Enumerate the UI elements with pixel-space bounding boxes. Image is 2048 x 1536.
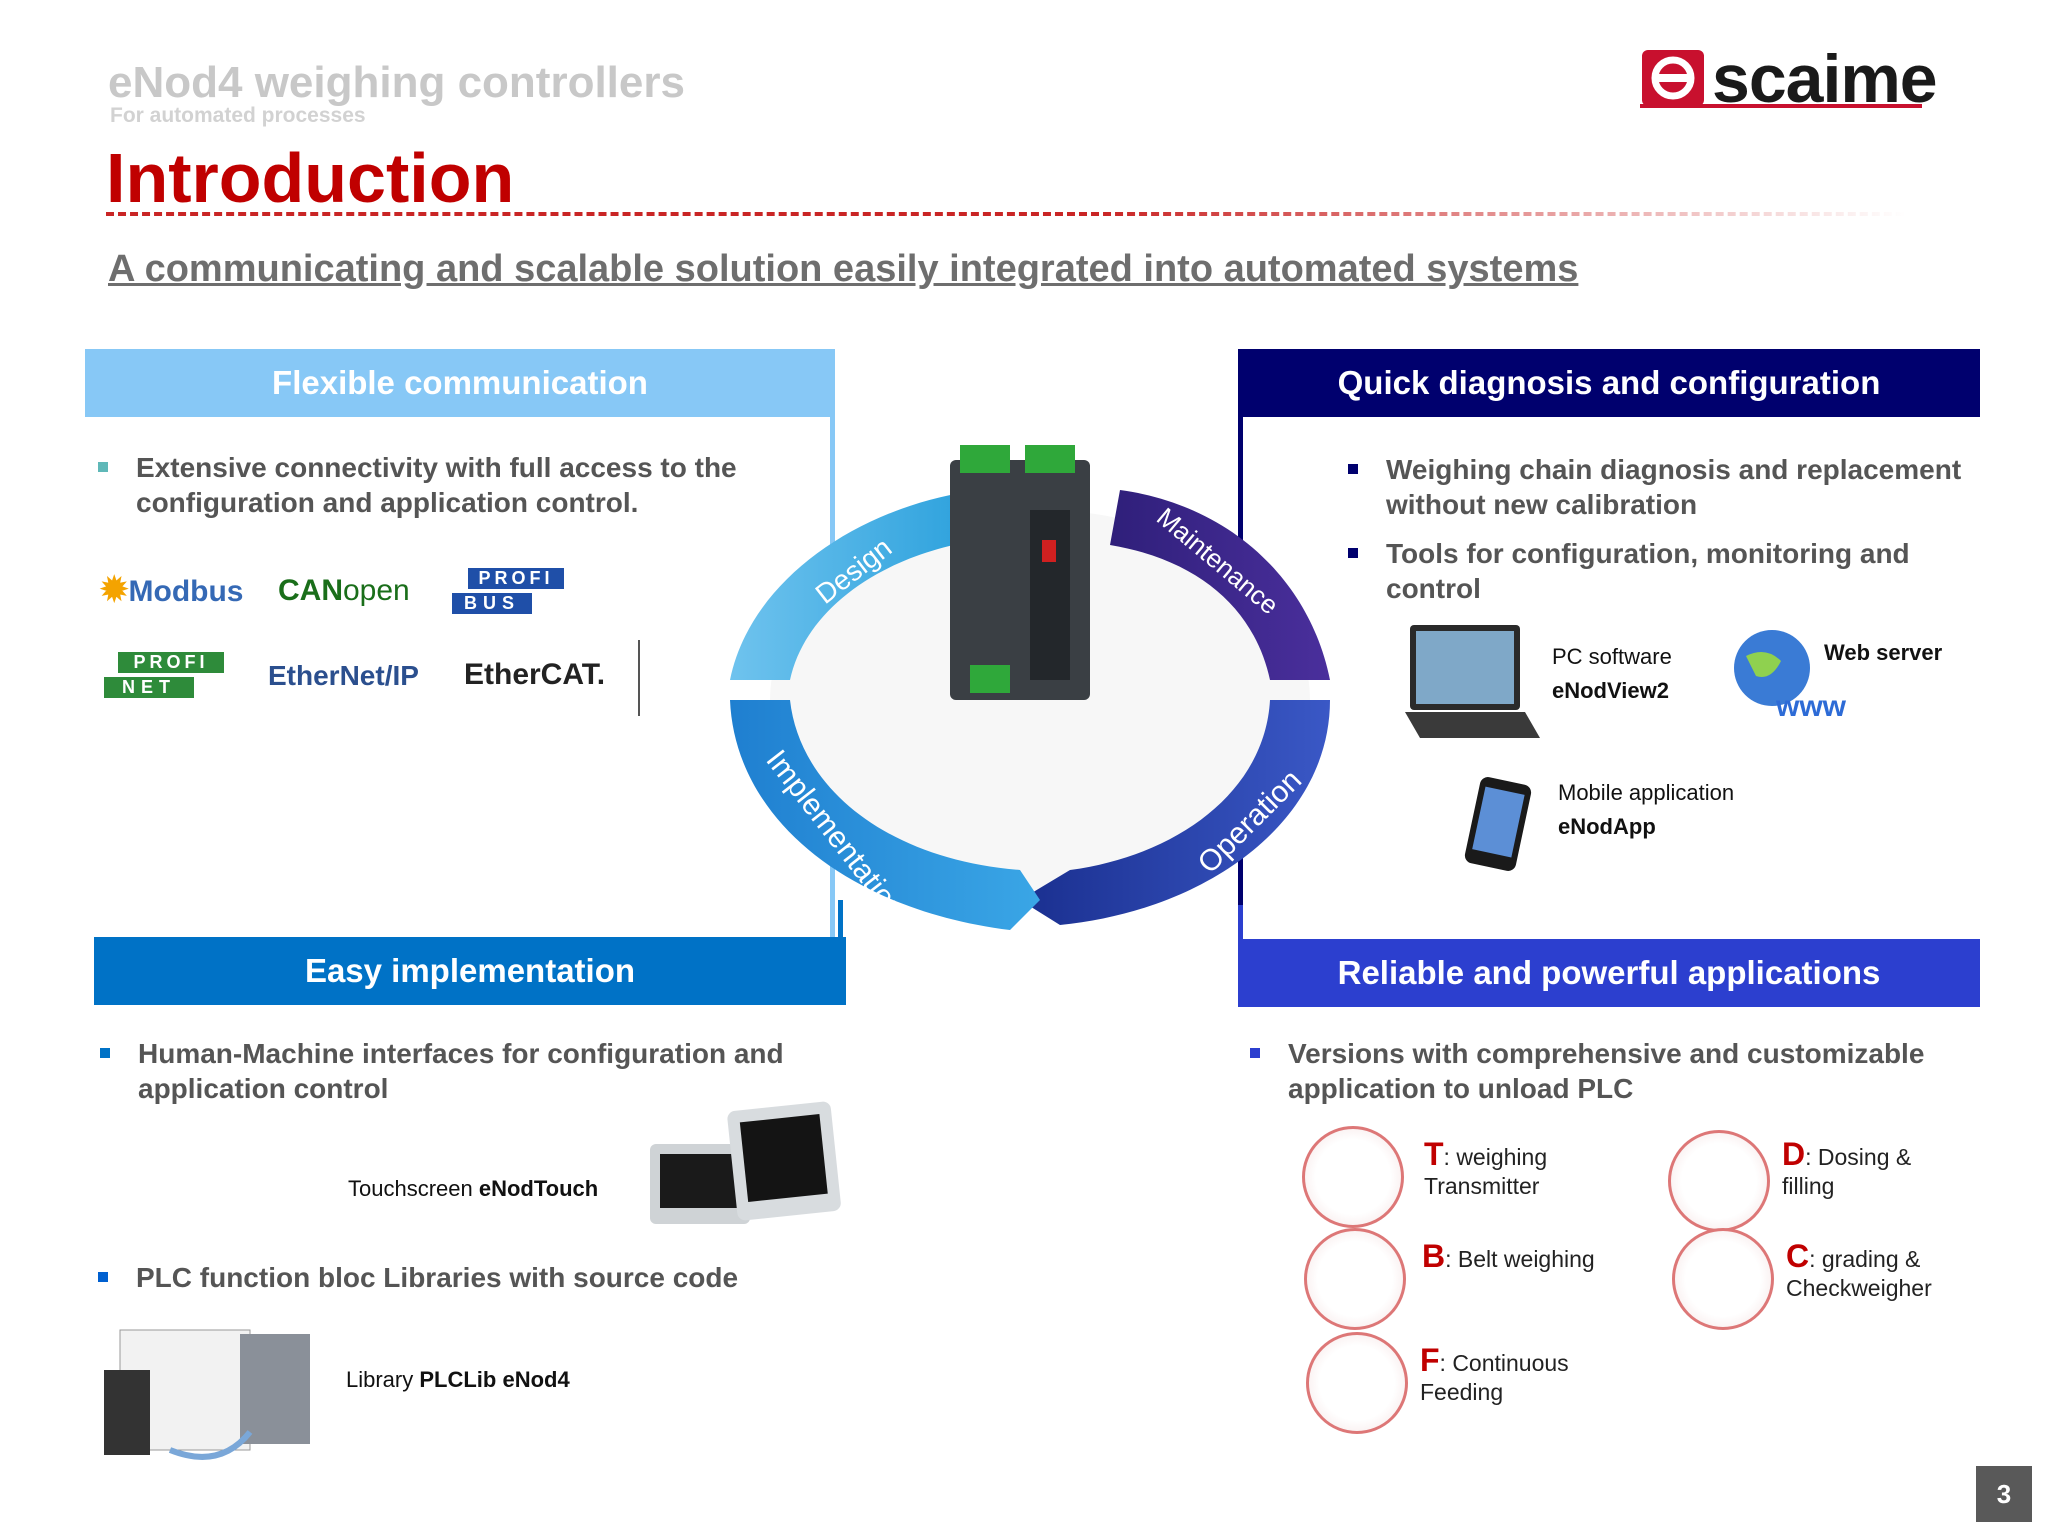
web-server-globe-icon: www xyxy=(1734,630,1846,723)
bullet-square xyxy=(1348,464,1358,474)
quick-diagnosis-header: Quick diagnosis and configuration xyxy=(1238,349,1980,417)
applications-bullet-text: Versions with comprehensive and customiz… xyxy=(1288,1038,1925,1104)
mobile-app-name: eNodApp xyxy=(1558,814,1656,839)
app-text-f2: Feeding xyxy=(1420,1379,1504,1405)
app-item-grading: C: grading & Checkweigher xyxy=(1786,1240,1932,1303)
library-label-text: Library xyxy=(346,1367,420,1392)
page-number: 3 xyxy=(1976,1466,2032,1522)
slide-heading: Introduction xyxy=(106,139,515,217)
heading-divider xyxy=(106,212,2048,216)
bullet-square xyxy=(1250,1048,1260,1058)
flexible-bullet: Extensive connectivity with full access … xyxy=(98,450,798,520)
modbus-text: Modbus xyxy=(128,575,244,608)
app-item-dosing: D: Dosing & filling xyxy=(1782,1138,1912,1201)
app-text-b1: : Belt weighing xyxy=(1445,1246,1595,1272)
protocol-divider xyxy=(638,640,640,716)
pc-software-name: eNodView2 xyxy=(1552,678,1669,703)
belt-app-icon xyxy=(1304,1228,1406,1330)
mobile-app-label: Mobile application xyxy=(1558,780,1735,805)
diagnosis-bullet-1-text: Weighing chain diagnosis and replacement… xyxy=(1386,454,1962,520)
app-letter-f: F xyxy=(1420,1342,1440,1378)
app-text-t1: : weighing xyxy=(1443,1144,1548,1170)
applications-bullet: Versions with comprehensive and customiz… xyxy=(1250,1036,1980,1106)
bullet-square xyxy=(100,1048,110,1058)
modbus-logo: ✹Modbus xyxy=(100,570,243,610)
pc-software-label: PC software xyxy=(1552,644,1672,669)
bullet-square xyxy=(98,1272,108,1282)
implementation-bullet-2-text: PLC function bloc Libraries with source … xyxy=(136,1262,739,1293)
diagnosis-bullet-1: Weighing chain diagnosis and replacement… xyxy=(1348,452,1988,522)
touchscreen-name: eNodTouch xyxy=(478,1176,599,1201)
profibus-top-text: PROFI xyxy=(468,568,564,589)
canopen-logo: CANopen xyxy=(278,574,410,608)
app-text-f1: : Continuous xyxy=(1439,1350,1569,1376)
svg-text:www: www xyxy=(1775,690,1846,723)
transmitter-app-icon xyxy=(1302,1126,1404,1228)
profinet-bottom-text: NET xyxy=(104,677,194,698)
flexible-communication-header: Flexible communication xyxy=(85,349,835,417)
app-letter-b: B xyxy=(1422,1238,1446,1274)
slide-tagline: A communicating and scalable solution ea… xyxy=(108,248,1579,290)
implementation-bullet-2: PLC function bloc Libraries with source … xyxy=(98,1260,838,1295)
operation-arc xyxy=(1020,700,1330,925)
profinet-top-text: PROFI xyxy=(118,652,224,673)
enodtouch-image xyxy=(650,1101,841,1224)
ethernetip-logo: EtherNet/IP xyxy=(268,660,419,691)
bullet-square xyxy=(1348,548,1358,558)
touchscreen-label: Touchscreen eNodTouch xyxy=(348,1172,598,1205)
ethercat-logo: EtherCAT. xyxy=(464,658,606,691)
dosing-app-icon xyxy=(1668,1130,1770,1232)
easy-implementation-header: Easy implementation xyxy=(94,937,846,1005)
app-letter-t: T xyxy=(1424,1136,1444,1172)
reliable-applications-header: Reliable and powerful applications xyxy=(1238,939,1980,1007)
app-text-c1: : grading & xyxy=(1809,1246,1921,1272)
logo-underline xyxy=(1640,104,1922,108)
scaime-logo-mark xyxy=(1642,50,1704,106)
canopen-open-text: open xyxy=(343,574,410,607)
app-letter-c: C xyxy=(1786,1238,1810,1274)
presentation-subtitle: For automated processes xyxy=(110,104,366,127)
smartphone-image xyxy=(1464,777,1532,871)
canopen-can-text: CAN xyxy=(278,574,343,607)
maintenance-arc xyxy=(1110,490,1330,680)
diagnosis-bullet-2-text: Tools for configuration, monitoring and … xyxy=(1386,538,1910,604)
enod4-device-image xyxy=(950,445,1090,700)
library-name: PLCLib eNod4 xyxy=(419,1367,570,1392)
implementation-bullet-1: Human-Machine interfaces for configurati… xyxy=(100,1036,840,1106)
feeding-app-icon xyxy=(1306,1332,1408,1434)
modbus-star-icon: ✹ xyxy=(100,571,129,609)
flexible-bullet-text: Extensive connectivity with full access … xyxy=(136,452,737,518)
bullet-square xyxy=(98,462,108,472)
implementation-arc xyxy=(730,700,1040,930)
touchscreen-label-text: Touchscreen xyxy=(348,1176,479,1201)
grading-app-icon xyxy=(1672,1228,1774,1330)
app-text-d1: : Dosing & xyxy=(1805,1144,1912,1170)
divider-fade xyxy=(1100,205,2048,221)
app-item-belt: B: Belt weighing xyxy=(1422,1240,1595,1274)
implementation-border xyxy=(838,900,843,937)
app-letter-d: D xyxy=(1782,1136,1806,1172)
app-text-c2: Checkweigher xyxy=(1786,1275,1932,1301)
plclib-image xyxy=(104,1329,310,1460)
laptop-image xyxy=(1405,625,1540,738)
profibus-bottom-text: BUS xyxy=(452,593,532,614)
diagnosis-bullet-2: Tools for configuration, monitoring and … xyxy=(1348,536,1988,606)
profinet-logo: PROFI NET xyxy=(104,652,224,698)
design-arc xyxy=(730,490,980,680)
app-text-d2: filling xyxy=(1782,1173,1835,1199)
library-label: Library PLCLib eNod4 xyxy=(346,1363,570,1396)
implementation-bullet-1-text: Human-Machine interfaces for configurati… xyxy=(138,1038,784,1104)
web-server-label: Web server xyxy=(1824,640,1943,665)
presentation-title: eNod4 weighing controllers xyxy=(108,58,685,107)
applications-border xyxy=(1238,905,1243,939)
app-text-t2: Transmitter xyxy=(1424,1173,1540,1199)
profibus-logo: PROFI BUS xyxy=(452,568,564,614)
